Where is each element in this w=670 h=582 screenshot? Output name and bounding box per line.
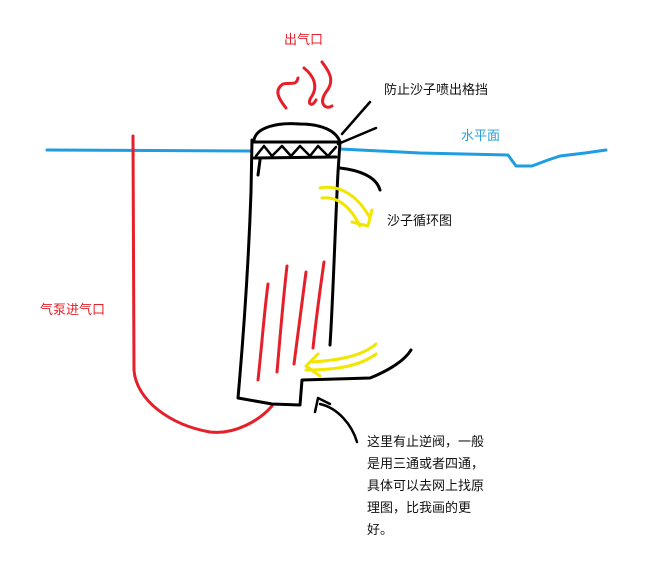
pump-inlet-tube (131, 134, 274, 434)
note-line: 理图，比我画的更 (367, 501, 472, 516)
pump-inlet-label: 气泵进气口 (40, 303, 106, 318)
tube-right-wall (328, 140, 342, 347)
tube-inner-left-wall (256, 158, 262, 177)
inner-air-stream-2 (275, 264, 289, 374)
outlet-air-wisp-middle (302, 66, 318, 106)
inner-air-stream-4 (311, 260, 326, 350)
grid-pointer-lines (336, 100, 378, 146)
sand-flow-arrow-top (318, 185, 374, 228)
sand-cycle-label: 沙子循环图 (387, 214, 453, 229)
inner-air-stream-3 (292, 270, 308, 366)
outlet-label: 出气口 (284, 33, 324, 48)
sand-shield-zigzag (254, 144, 338, 158)
check-valve-pointer (313, 396, 359, 444)
note-line: 具体可以去网上找原 (367, 479, 485, 494)
water-surface-line (45, 147, 608, 168)
sand-shield-dome (252, 122, 342, 144)
note-line: 是用三通或者四通， (367, 457, 485, 472)
note-line: 好。 (367, 523, 394, 538)
tube-top-right-lip (338, 166, 382, 192)
outlet-air-wisp-right (320, 60, 334, 109)
sand-shield-frame (250, 140, 342, 160)
inner-air-stream-1 (256, 282, 270, 382)
sand-flow-arrow-bottom (304, 342, 378, 378)
note-line: 这里有止逆阀，一般 (367, 435, 485, 450)
water-level-label: 水平面 (461, 129, 501, 144)
tube-outline (236, 138, 413, 407)
outlet-air-wisp-left (276, 76, 300, 110)
sand-shield-label: 防止沙子喷出格挡 (384, 83, 489, 98)
check-valve-note: 这里有止逆阀，一般 是用三通或者四通， 具体可以去网上找原 理图，比我画的更 好… (367, 432, 484, 542)
